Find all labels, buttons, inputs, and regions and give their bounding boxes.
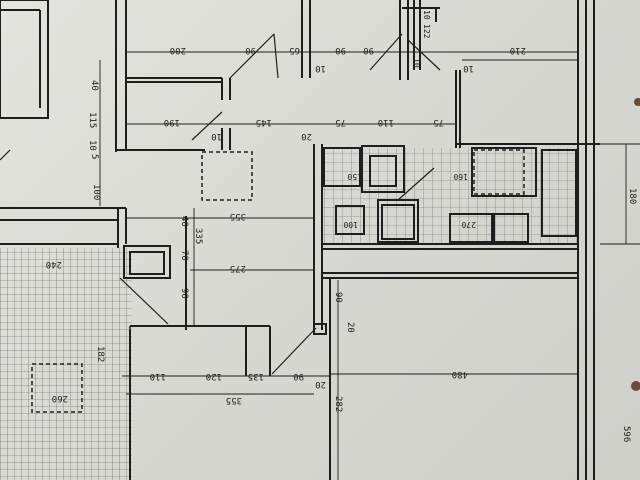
dim-20c: 20 — [345, 322, 355, 333]
dim-275: 275 — [230, 263, 246, 273]
dim-75a: 75 — [335, 117, 346, 127]
dim-20b: 20 — [315, 379, 326, 389]
dim-5: 5 — [89, 154, 99, 159]
dim-260: 260 — [52, 393, 68, 403]
fixture-160: 160 — [453, 172, 468, 181]
dim-190: 190 — [164, 117, 180, 127]
dim-70: 70 — [179, 250, 189, 261]
dim-90a: 90 — [245, 45, 256, 55]
fixture-270: 270 — [461, 220, 476, 229]
walls — [0, 0, 600, 480]
dim-75b: 75 — [433, 117, 444, 127]
dim-90e: 90 — [293, 371, 304, 381]
dim-210: 210 — [510, 45, 526, 55]
dim-110a: 110 — [378, 117, 394, 127]
dim-335: 335 — [193, 228, 203, 244]
dim-200: 200 — [170, 45, 186, 55]
dim-135: 135 — [248, 371, 264, 381]
dim-122: 122 — [422, 24, 431, 39]
dashed-elements — [31, 149, 525, 480]
dim-90b: 90 — [335, 45, 346, 55]
dim-110b: 110 — [150, 371, 166, 381]
dim-10b: 10 — [463, 63, 474, 73]
dim-355a: 355 — [230, 211, 246, 221]
dim-480: 480 — [452, 369, 468, 379]
dim-10e: 10 — [422, 10, 431, 20]
dim-145: 145 — [256, 117, 272, 127]
dim-115: 115 — [87, 112, 97, 128]
dim-40: 40 — [89, 80, 99, 91]
dim-90c: 90 — [363, 45, 374, 55]
dim-180: 180 — [627, 188, 637, 204]
dimension-lines — [99, 51, 640, 480]
dim-65: 65 — [289, 45, 300, 55]
pin-bottom — [631, 381, 640, 391]
dim-120: 120 — [206, 371, 222, 381]
dim-182: 182 — [95, 346, 105, 362]
fixture-150: 150 — [347, 172, 362, 181]
dim-90d: 90 — [179, 288, 189, 299]
dim-100: 100 — [91, 184, 101, 200]
fixture-100: 100 — [343, 220, 358, 229]
dim-10c: 10 — [87, 140, 97, 151]
dim-355b: 355 — [226, 395, 242, 405]
dim-10d: 10 — [211, 131, 222, 141]
dim-90f: 90 — [333, 292, 343, 303]
dim-40b: 40 — [179, 216, 189, 227]
pin-top — [634, 98, 640, 106]
dim-20a: 20 — [301, 131, 312, 141]
dim-596: 596 — [621, 426, 631, 442]
dimension-labels: 200 90 65 90 90 210 10 10 115 10 5 100 4… — [46, 10, 637, 442]
dim-10a: 10 — [315, 63, 326, 73]
tiled-floor-left — [0, 248, 132, 480]
dim-240: 240 — [46, 259, 62, 269]
dim-10f: 10 — [412, 58, 421, 68]
dim-282: 282 — [333, 396, 343, 412]
